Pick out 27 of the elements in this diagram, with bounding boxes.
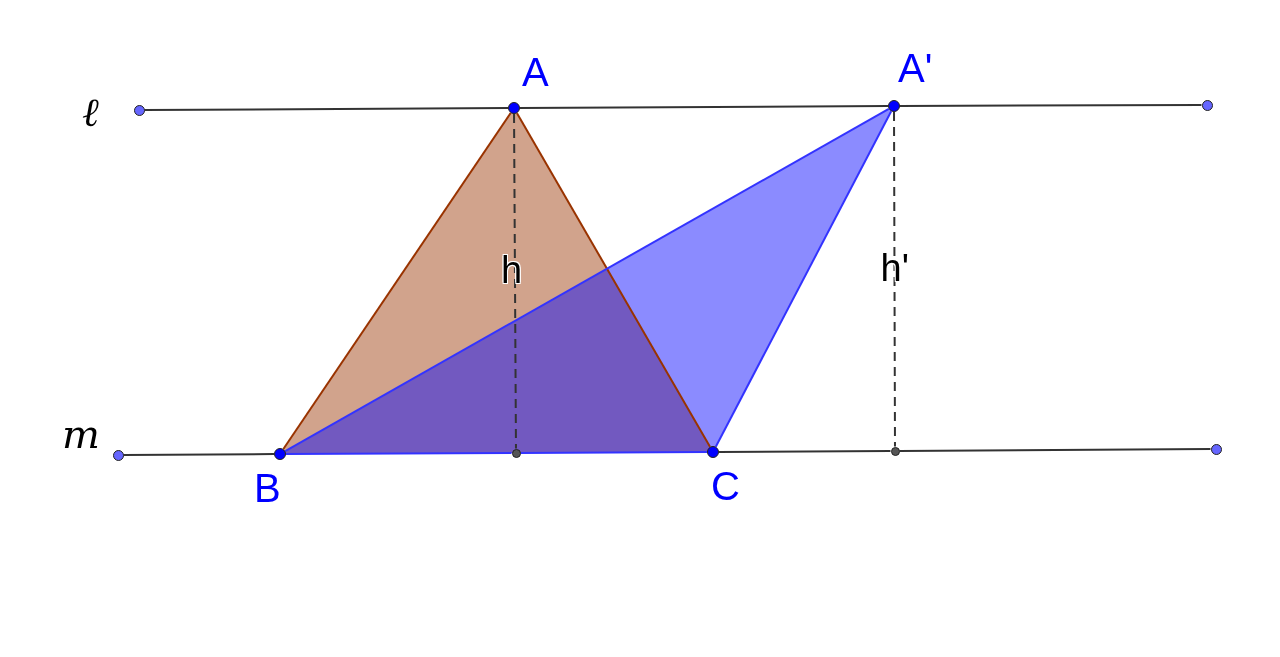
- point: [133, 104, 145, 116]
- edge-label: h': [880, 249, 909, 288]
- line-name: ℓ: [82, 92, 99, 132]
- line-segment: [516, 112, 711, 448]
- line-segment: [122, 453, 275, 456]
- point: [1201, 99, 1213, 111]
- point-label: C: [711, 466, 740, 506]
- height-line: [513, 113, 517, 450]
- line-segment: [519, 451, 708, 454]
- point: [1210, 443, 1222, 455]
- line-segment: [143, 107, 509, 111]
- point: [511, 448, 521, 458]
- line-segment: [519, 105, 889, 109]
- point: [890, 446, 900, 456]
- line-segment: [282, 111, 512, 451]
- edge-label: h: [501, 251, 523, 290]
- point-label: A': [898, 48, 933, 88]
- point-label: B: [254, 468, 281, 508]
- line-segment: [718, 450, 892, 453]
- height-line: [893, 111, 896, 448]
- point: [112, 449, 124, 461]
- line-segment: [898, 448, 1212, 452]
- line-segment: [285, 452, 513, 455]
- line-name: m: [62, 414, 100, 454]
- point-label: A: [522, 52, 549, 92]
- line-segment: [899, 104, 1203, 107]
- line-segment: [714, 110, 893, 448]
